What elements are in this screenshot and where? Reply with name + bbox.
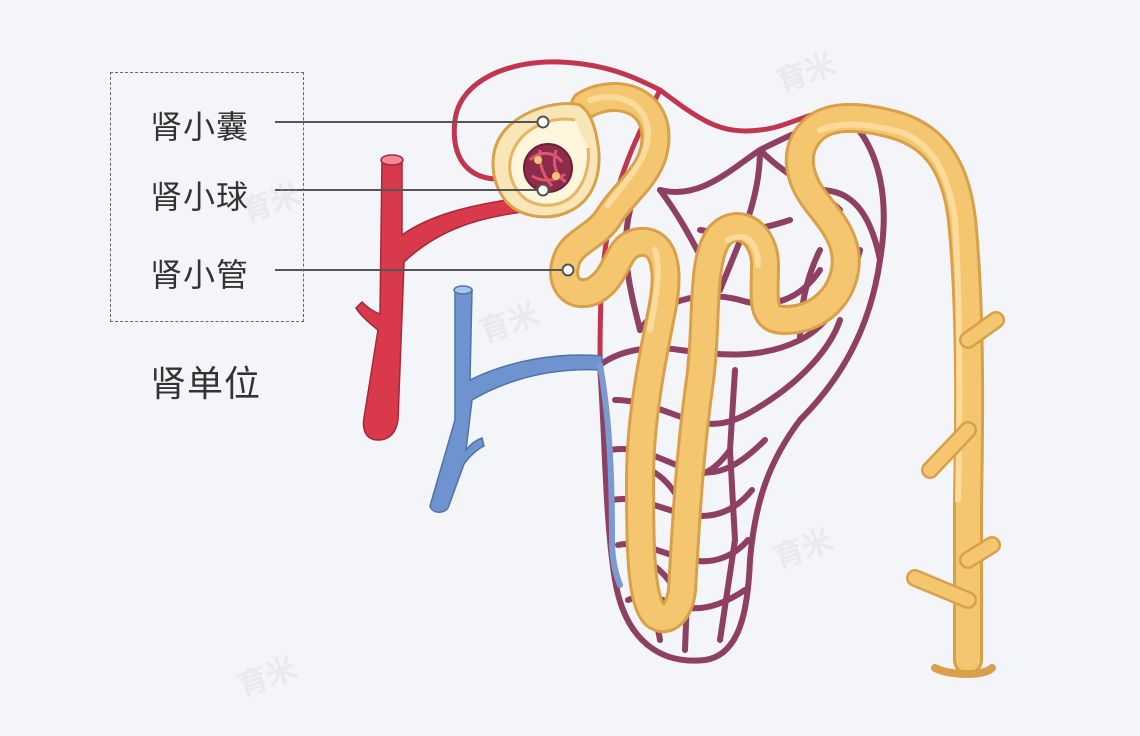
pointer-dot-glomerulus xyxy=(536,183,550,197)
renal-artery xyxy=(355,154,523,441)
renal-vein xyxy=(429,285,623,588)
renal-corpuscle xyxy=(491,102,601,219)
renal-tubule xyxy=(549,82,1005,678)
label-glomerulus: 肾小球 xyxy=(150,178,250,216)
label-renal-capsule: 肾小囊 xyxy=(150,108,250,146)
pointer-dot-tubule xyxy=(561,263,575,277)
pointer-dot-capsule xyxy=(536,115,550,129)
glomerulus xyxy=(523,143,573,193)
leader-lines xyxy=(275,115,575,277)
nephron-label-frame xyxy=(110,72,304,322)
label-renal-tubule: 肾小管 xyxy=(150,256,250,294)
label-nephron: 肾单位 xyxy=(150,364,262,405)
